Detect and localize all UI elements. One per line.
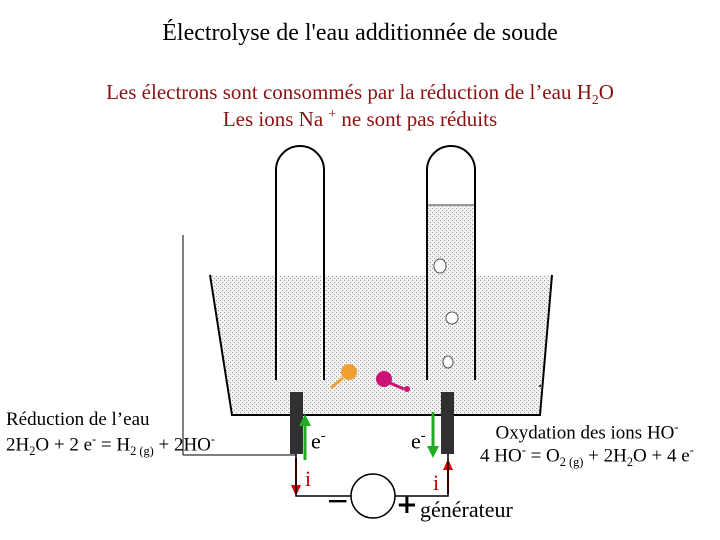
electron-label-left: e- bbox=[311, 428, 326, 454]
cathode-label: Réduction de l’eau bbox=[6, 409, 150, 430]
page-title: Électrolyse de l'eau additionnée de soud… bbox=[162, 20, 558, 46]
positive-terminal: + bbox=[396, 490, 418, 520]
generator-symbol bbox=[350, 473, 396, 519]
electron-label-right: e- bbox=[411, 428, 426, 454]
sodium-ion bbox=[341, 364, 357, 380]
circuit-wire bbox=[295, 454, 354, 497]
negative-terminal: − bbox=[326, 484, 350, 517]
anode-label: Oxydation des ions HO- bbox=[495, 420, 679, 444]
cathode-equation: 2H2O + 2 e- = H2 (g) + 2HO- bbox=[6, 432, 216, 459]
gas-bubble bbox=[442, 355, 454, 369]
subtitle-line-2: Les ions Na + ne sont pas réduits bbox=[222, 106, 498, 131]
current-label-right: i bbox=[433, 470, 440, 495]
cathode-electrode bbox=[290, 392, 303, 454]
electrolyte bbox=[210, 275, 552, 415]
electron-arrow-right bbox=[427, 446, 439, 458]
vessel bbox=[209, 274, 553, 416]
hydroxide-ion bbox=[376, 371, 392, 387]
subtitle-line-1: Les électrons sont consommés par la rédu… bbox=[106, 80, 614, 108]
current-label-left: i bbox=[305, 466, 312, 491]
gas-bubble bbox=[445, 311, 459, 325]
electron-arrow-left bbox=[299, 414, 311, 426]
gas-bubble bbox=[433, 258, 447, 274]
anode-equation: 4 HO- = O2 (g) + 2H2O + 4 e- bbox=[480, 443, 694, 470]
circuit-wire bbox=[392, 454, 449, 497]
generator-label: générateur bbox=[420, 497, 513, 522]
anode-electrode bbox=[441, 392, 454, 454]
